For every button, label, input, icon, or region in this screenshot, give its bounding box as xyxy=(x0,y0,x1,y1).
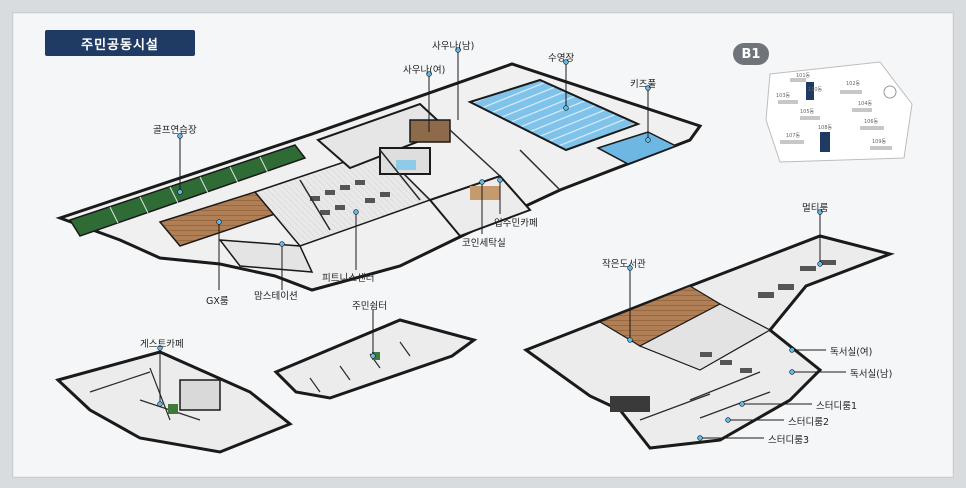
library-block xyxy=(522,234,895,450)
label-study1: 스터디룸1 xyxy=(816,401,858,412)
label-resident-cafe: 입주민카페 xyxy=(494,218,538,229)
label-guest-cafe: 게스트카페 xyxy=(140,339,184,350)
key-map xyxy=(765,61,913,163)
main-complex xyxy=(55,62,703,292)
kids-pool-area xyxy=(596,131,678,165)
leader-lines xyxy=(159,50,846,439)
label-small-library: 작은도서관 xyxy=(602,259,646,270)
level-badge: B1 xyxy=(733,43,769,65)
label-kids-pool: 키즈풀 xyxy=(630,79,657,90)
label-sauna-m: 사우나(남) xyxy=(432,41,475,52)
leader-dots xyxy=(157,47,823,441)
resident-lounge-block xyxy=(273,318,478,400)
guest-cafe-block xyxy=(55,350,293,454)
label-fitness: 피트니스센터 xyxy=(322,273,375,284)
label-study2: 스터디룸2 xyxy=(788,417,830,428)
label-coin-laundry: 코인세탁실 xyxy=(462,238,506,249)
label-reading-f: 독서실(여) xyxy=(830,347,873,358)
label-mom-station: 맘스테이션 xyxy=(254,291,298,302)
page-title: 주민공동시설 xyxy=(45,30,195,56)
label-study3: 스터디룸3 xyxy=(768,435,810,446)
label-sauna-f: 사우나(여) xyxy=(403,65,446,76)
label-reading-m: 독서실(남) xyxy=(850,369,893,380)
label-gx: GX룸 xyxy=(206,296,229,307)
label-multi-room: 멀티룸 xyxy=(802,203,829,214)
pool-area xyxy=(467,78,641,152)
label-resident-lounge: 주민쉼터 xyxy=(352,301,387,312)
label-golf: 골프연습장 xyxy=(153,125,197,136)
golf-area xyxy=(68,144,307,237)
label-pool: 수영장 xyxy=(548,53,575,64)
